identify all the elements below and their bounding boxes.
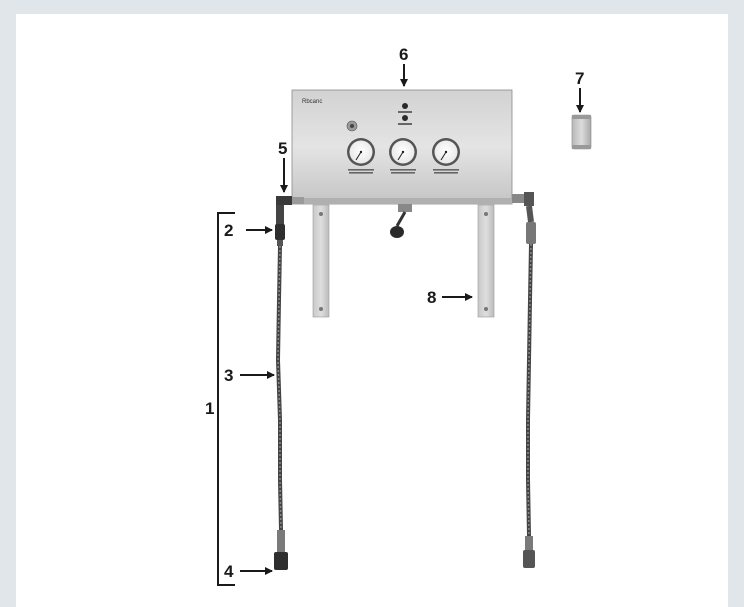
callout-1-label: 1 [205,399,214,418]
right-hose-assembly [512,192,536,568]
callout-5-label: 5 [278,139,287,158]
gauge-right [432,138,460,174]
callout-6-label: 6 [399,45,408,64]
callout-4-label: 4 [224,562,234,581]
control-panel-box: Rbcanc [291,89,513,238]
drain-valve-handle [390,204,412,238]
callout-3-label: 3 [224,366,233,385]
callout-8-label: 8 [427,288,436,307]
assembly-bracket-line [217,212,235,586]
right-mounting-bracket [477,204,495,318]
gauge-left [347,138,375,174]
figure-panel: Rbcanc [16,14,728,607]
callout-7-label: 7 [575,69,584,88]
left-hose-coupling [275,224,285,240]
right-hose-end-fitting [523,550,535,568]
brand-label: Rbcanc [302,99,322,105]
indicator-light-icon [402,103,408,109]
callout-2-label: 2 [224,221,233,240]
left-connector-fitting [276,196,292,205]
left-hose-assembly [274,196,304,570]
left-hose-end-fitting [274,552,288,570]
equipment-diagram: Rbcanc [205,45,592,586]
left-mounting-bracket [312,204,330,318]
gauge-center [389,138,417,174]
selector-switch-icon [402,115,408,121]
spray-can-icon [571,114,592,150]
